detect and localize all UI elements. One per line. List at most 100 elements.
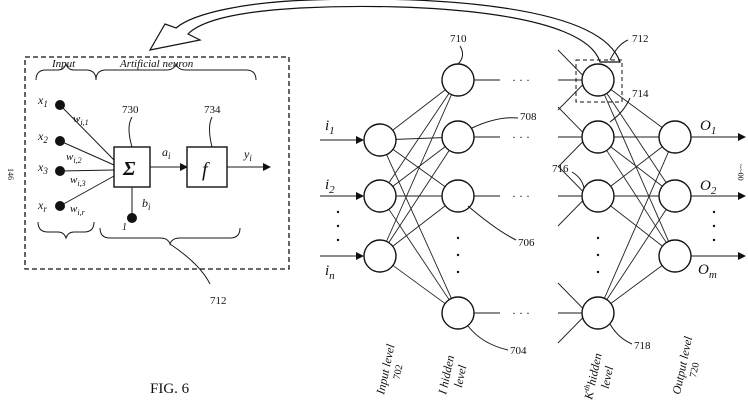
hidden1-node <box>441 120 475 154</box>
hiddenk-node <box>581 120 615 154</box>
network-edges <box>386 49 669 344</box>
svg-text:level: level <box>598 364 617 390</box>
ellipsis-row2: · · · <box>512 130 530 144</box>
ref-708: 708 <box>520 111 537 123</box>
output-node <box>658 179 692 213</box>
hiddenk-node <box>581 179 615 213</box>
ref-712-bottom: 712 <box>210 295 227 307</box>
network-edge <box>388 93 450 183</box>
page-number-left: 146 <box>6 168 15 180</box>
hidden1-node <box>441 63 475 97</box>
bias-dot <box>127 213 137 223</box>
input-xr: xr <box>37 198 47 214</box>
function-block <box>186 146 228 188</box>
hidden1-node <box>441 296 475 330</box>
figure-caption: FIG. 6 <box>150 381 190 397</box>
label-input-level: Input level 702 <box>373 342 406 396</box>
output-vdots <box>712 210 716 242</box>
input-x2: x2 <box>37 129 48 145</box>
bias-value: 1 <box>122 222 127 233</box>
input-i1: i1 <box>325 118 335 137</box>
label-hiddenk-level: Kthhidden level <box>580 352 617 402</box>
ref-734: 734 <box>204 104 221 116</box>
network-edge-partial <box>557 282 584 309</box>
output-o2: O2 <box>700 178 717 197</box>
activation-label: ai <box>162 145 171 161</box>
output-node <box>658 120 692 154</box>
network: i1 i2 in <box>320 33 746 402</box>
network-edge <box>606 93 667 183</box>
ref-730: 730 <box>122 104 139 116</box>
neuron-inset: Input Artificial neuron x1 x2 x3 xr wi,1… <box>24 56 290 307</box>
hidden-layer-1 <box>441 63 475 330</box>
network-edge-partial <box>557 84 584 111</box>
function-symbol: f <box>202 159 210 181</box>
sum-symbol: Σ <box>122 158 136 180</box>
weight-wr: wi,r <box>70 203 86 217</box>
bias-label: bi <box>142 196 151 212</box>
weight-w1: wi,1 <box>73 113 89 127</box>
network-edge <box>606 150 667 243</box>
network-edge-partial <box>557 317 584 344</box>
input-node <box>363 123 397 157</box>
network-edge-partial <box>557 106 584 133</box>
input-x1: x1 <box>37 93 48 109</box>
label-output-level: Output level 720 <box>669 334 702 395</box>
ref-704: 704 <box>510 345 527 357</box>
hiddenk-node <box>581 296 615 330</box>
label-hidden1-level: I hidden level <box>435 354 470 397</box>
output-node <box>658 239 692 273</box>
input-vdots <box>336 210 340 242</box>
network-edge <box>392 205 446 247</box>
network-edge <box>610 146 663 187</box>
svg-text:702: 702 <box>392 364 406 381</box>
svg-text:720: 720 <box>688 362 702 379</box>
network-edge <box>604 151 669 299</box>
input-title: Input <box>51 58 76 70</box>
hidden-layer-k <box>581 63 615 330</box>
ref-714: 714 <box>632 88 649 100</box>
output-layer <box>658 120 692 273</box>
input-x3: x3 <box>37 160 48 176</box>
weight-w2: wi,2 <box>66 151 82 165</box>
network-edge <box>392 89 446 131</box>
input-in: in <box>325 263 335 282</box>
output-yi: yi <box>243 147 252 163</box>
network-edge <box>386 94 452 242</box>
weight-lines <box>59 104 115 207</box>
output-om: Om <box>698 262 717 281</box>
ref-706: 706 <box>518 237 535 249</box>
input-node <box>363 179 397 213</box>
ellipsis-row3: · · · <box>512 189 530 203</box>
network-edge <box>388 150 450 243</box>
highlight-box-712 <box>575 59 623 103</box>
input-i2: i2 <box>325 177 335 196</box>
curved-arrow <box>148 0 621 63</box>
page-number-right: ~~00 <box>736 164 745 181</box>
input-node <box>363 239 397 273</box>
network-edge-partial <box>557 200 584 227</box>
network-edge <box>392 146 446 187</box>
network-edge <box>392 265 446 304</box>
network-edge <box>604 94 669 242</box>
weight-w3: wi,3 <box>70 174 86 188</box>
ref-718: 718 <box>634 340 651 352</box>
inset-border <box>24 56 290 270</box>
network-edge-partial <box>557 49 584 76</box>
ref-712: 712 <box>632 33 649 45</box>
svg-text:Kthhidden: Kthhidden <box>580 352 605 402</box>
ellipsis-row1: · · · <box>512 73 530 87</box>
ellipsis-row4: · · · <box>512 306 530 320</box>
network-edge-partial <box>557 141 584 168</box>
neuron-title: Artificial neuron <box>119 58 194 70</box>
network-edge <box>388 209 450 300</box>
network-edge <box>610 265 663 304</box>
ref-710: 710 <box>450 33 467 45</box>
hiddenk-node <box>581 63 615 97</box>
svg-text:level: level <box>451 363 470 389</box>
ref-716: 716 <box>552 163 569 175</box>
output-o1: O1 <box>700 118 716 137</box>
network-edge <box>610 89 663 128</box>
inset-inputs: x1 x2 x3 xr <box>37 93 65 214</box>
